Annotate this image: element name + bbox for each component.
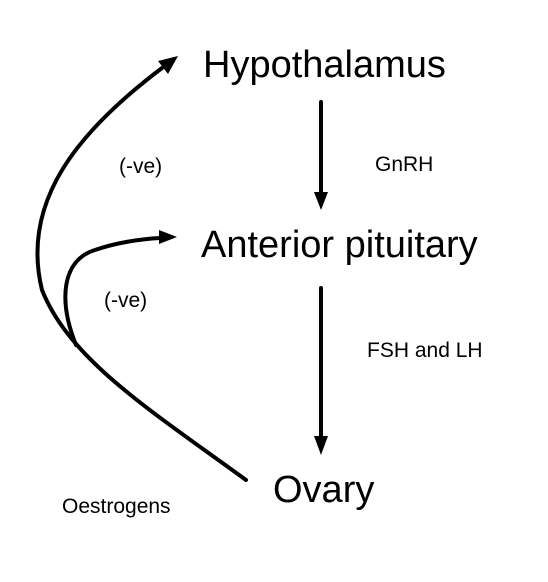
feedback-arrow-to-hypothalamus bbox=[35, 56, 248, 482]
arrow-pituitary-to-ovary bbox=[314, 286, 328, 455]
label-oestrogens: Oestrogens bbox=[62, 495, 171, 518]
feedback-arrow-to-pituitary bbox=[63, 230, 177, 347]
label-negative-feedback-hypothalamus: (-ve) bbox=[119, 155, 162, 178]
node-hypothalamus: Hypothalamus bbox=[203, 44, 446, 86]
label-gnrh: GnRH bbox=[375, 153, 433, 176]
node-anterior-pituitary: Anterior pituitary bbox=[201, 224, 478, 266]
node-ovary: Ovary bbox=[273, 469, 374, 511]
arrow-hypothalamus-to-pituitary bbox=[314, 100, 328, 210]
label-negative-feedback-pituitary: (-ve) bbox=[104, 289, 147, 312]
label-fsh-lh: FSH and LH bbox=[367, 339, 483, 362]
